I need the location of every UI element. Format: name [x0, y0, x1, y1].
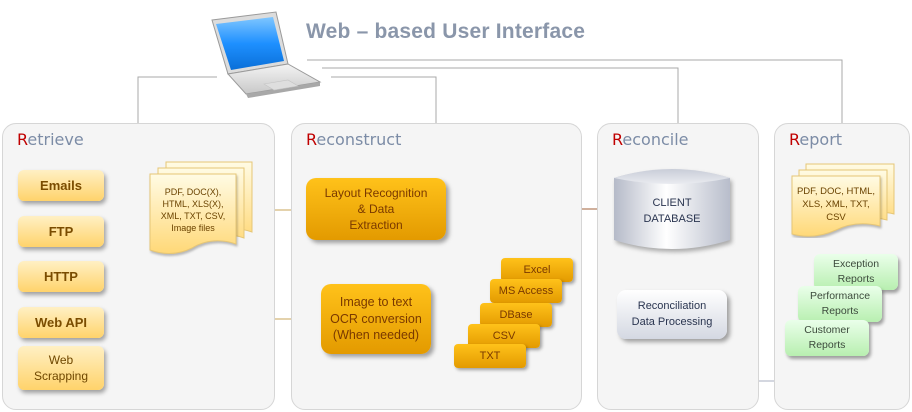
- format-txt: TXT: [454, 344, 526, 368]
- box-line: Reports: [808, 339, 846, 351]
- layout-recognition-box: Layout Recognition & Data Extraction: [306, 178, 446, 240]
- box-line: Layout Recognition: [324, 185, 428, 200]
- db-line: CLIENT: [652, 197, 692, 209]
- doc-line: Image files: [171, 223, 215, 234]
- format-dbase: DBase: [480, 303, 552, 327]
- source-emails: Emails: [18, 170, 104, 201]
- box-line: OCR conversion: [330, 311, 422, 326]
- ui-link-report: [307, 59, 843, 123]
- source-ftp: FTP: [18, 216, 104, 247]
- box-line: Reconciliation: [637, 299, 707, 312]
- format-excel: Excel: [501, 258, 573, 282]
- report-documents-stack-icon: [791, 163, 895, 237]
- title-rest: econstruct: [316, 130, 402, 149]
- ui-link-reconcile: [322, 67, 679, 123]
- output-formats-text: PDF, DOC, HTML, XLS, XML, TXT, CSV: [794, 186, 878, 224]
- source-http: HTTP: [18, 261, 104, 292]
- format-ms-access: MS Access: [490, 279, 562, 303]
- doc-line: HTML, XLS(X),: [162, 199, 224, 210]
- report-title: Report: [789, 130, 842, 149]
- box-line: & Data: [357, 201, 395, 216]
- doc-line: PDF, DOC, HTML,: [796, 186, 876, 197]
- title-rest: eport: [799, 130, 843, 149]
- page-title: Web – based User Interface: [306, 20, 586, 43]
- source-web-api: Web API: [18, 307, 104, 338]
- client-database-label: CLIENT DATABASE: [612, 196, 732, 228]
- db-line: DATABASE: [643, 212, 701, 225]
- title-initial: R: [17, 130, 28, 149]
- ui-link-retrieve: [137, 76, 217, 123]
- box-line: Data Processing: [631, 315, 713, 328]
- title-rest: econcile: [622, 130, 689, 149]
- reconciliation-processing-box: Reconciliation Data Processing: [617, 290, 727, 339]
- title-initial: R: [789, 130, 800, 149]
- doc-line: CSV: [826, 211, 846, 223]
- box-line: Reports: [837, 273, 875, 285]
- title-initial: R: [306, 130, 317, 149]
- box-line: (When needed): [332, 328, 420, 343]
- reconstruct-title: Reconstruct: [306, 130, 401, 149]
- ocr-conversion-box: Image to text OCR conversion (When neede…: [321, 284, 431, 354]
- box-line: Performance: [809, 290, 871, 303]
- ui-link-reconstruct: [331, 76, 437, 123]
- database-icon: [614, 169, 730, 249]
- doc-line: XML, TXT, CSV,: [160, 211, 226, 222]
- reconcile-title: Reconcile: [612, 130, 689, 149]
- box-line: Extraction: [349, 218, 403, 233]
- documents-stack-icon: [149, 161, 253, 254]
- box-line: Exception: [832, 258, 880, 271]
- laptop-icon: [211, 11, 322, 98]
- source-label: Web Scrapping: [33, 352, 89, 383]
- box-line: Image to text: [339, 294, 413, 309]
- input-formats-text: PDF, DOC(X), HTML, XLS(X), XML, TXT, CSV…: [150, 186, 236, 235]
- box-line: Reports: [821, 305, 859, 317]
- doc-line: XLS, XML, TXT,: [802, 198, 870, 210]
- box-line: Customer: [804, 324, 850, 337]
- title-initial: R: [612, 130, 623, 149]
- retrieve-title: Retrieve: [17, 130, 84, 149]
- source-web-scrapping: Web Scrapping: [18, 346, 104, 390]
- doc-line: PDF, DOC(X),: [164, 187, 222, 197]
- title-rest: etrieve: [27, 130, 84, 149]
